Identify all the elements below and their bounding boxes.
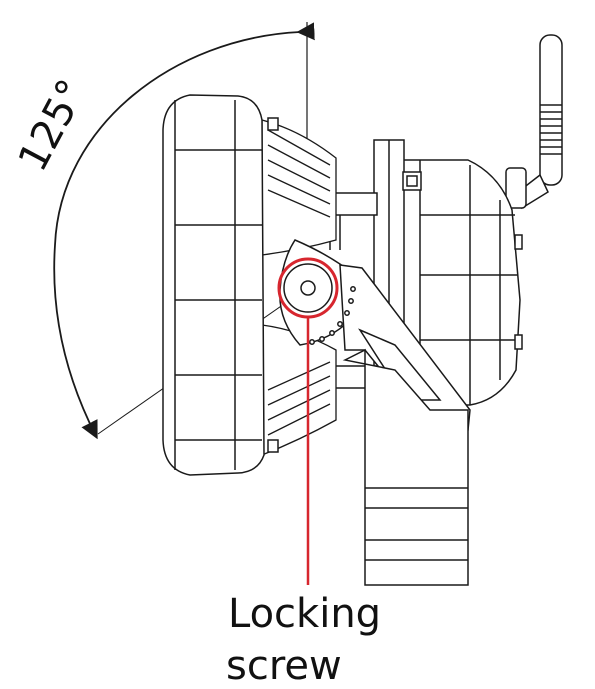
- front-face: [162, 94, 279, 476]
- antenna-icon: [505, 34, 563, 210]
- heat-sink: [261, 119, 337, 456]
- yoke-stand: [342, 348, 469, 586]
- angle-arc-icon: [53, 22, 315, 440]
- locking-screw-icon: [283, 263, 333, 313]
- callout-label-line2: screw: [226, 643, 342, 689]
- callout-label-line1: Locking: [228, 591, 382, 637]
